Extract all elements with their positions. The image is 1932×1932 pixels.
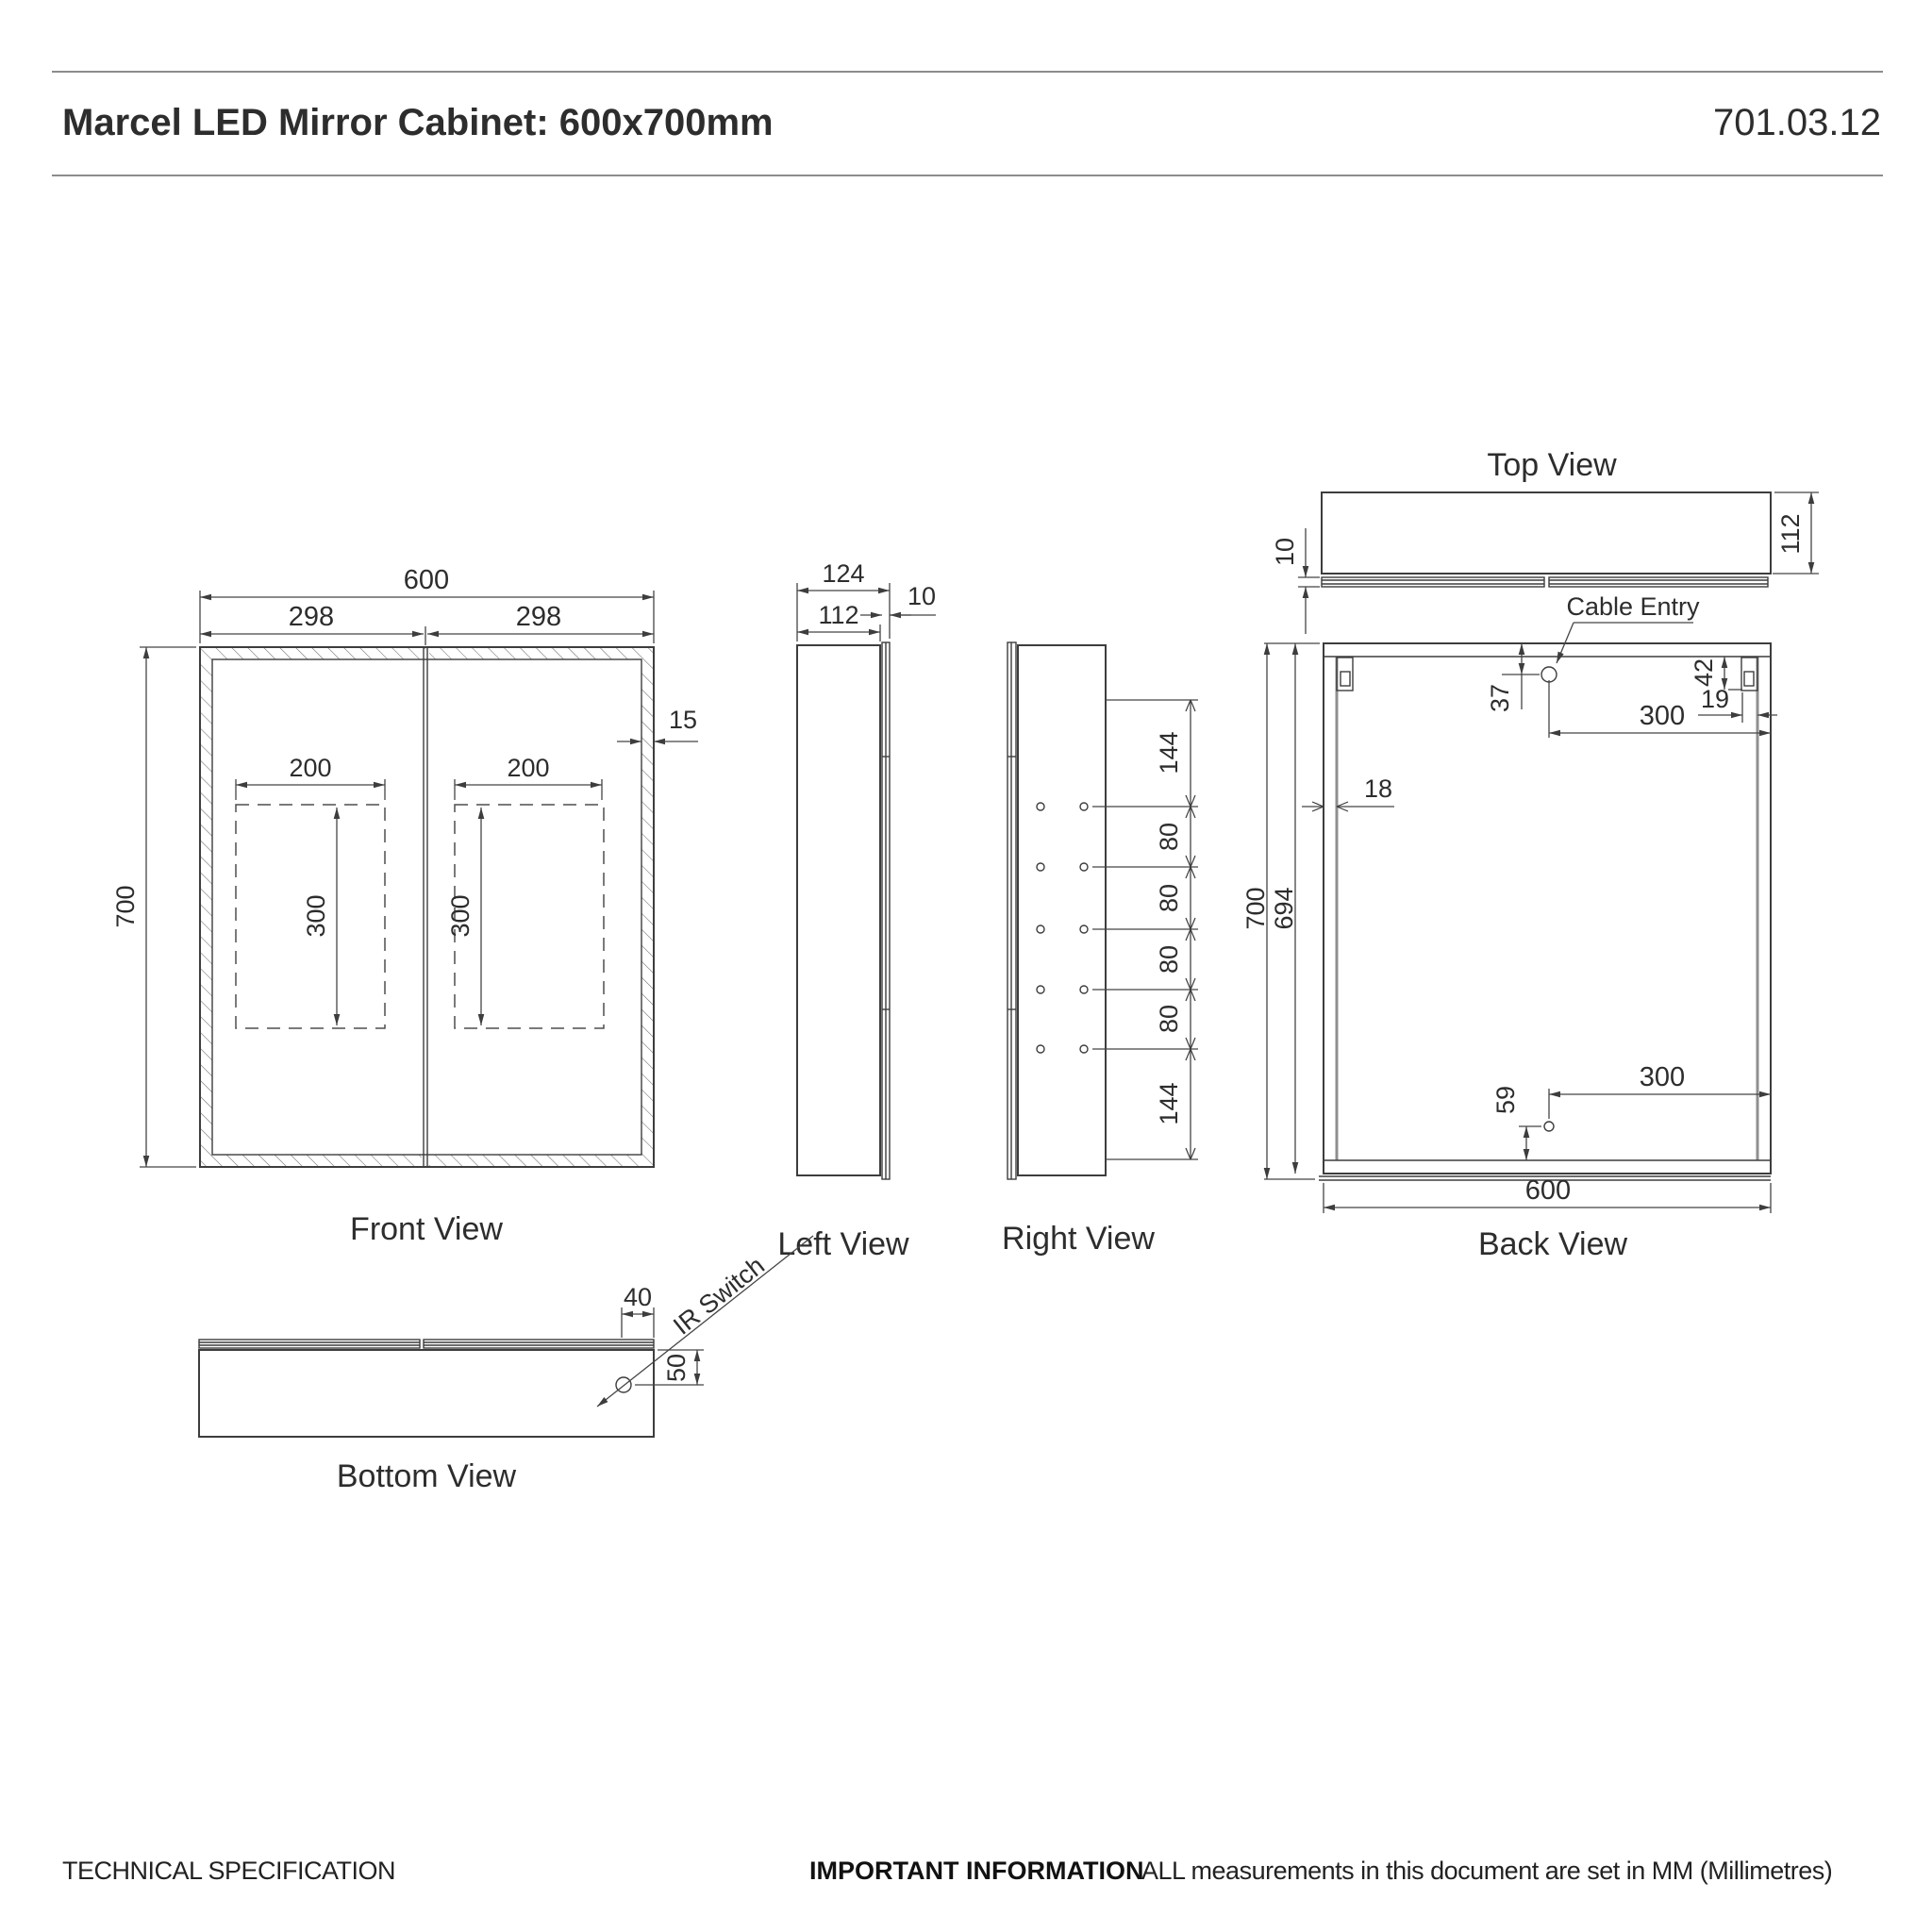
left-view: 124 112 10 Left View [777, 559, 936, 1262]
left-view-label: Left View [777, 1226, 909, 1262]
back-hinge-plate-right [1740, 657, 1758, 691]
dim-front-height: 700 [111, 885, 140, 927]
cable-entry-label: Cable Entry [1566, 592, 1700, 621]
footer: TECHNICAL SPECIFICATION IMPORTANT INFORM… [62, 1857, 1833, 1885]
dim-back-mount-right: 300 [1640, 1062, 1685, 1092]
left-body-outline [796, 644, 881, 1176]
header: Marcel LED Mirror Cabinet: 600x700mm 701… [52, 71, 1883, 176]
dim-back-hinge-offset: 42 [1690, 658, 1718, 687]
dim-back-height-total: 700 [1241, 887, 1270, 929]
left-dimensions: 124 112 10 [796, 559, 936, 641]
dim-left-depth-body: 112 [818, 601, 858, 629]
right-body-outline [1017, 644, 1107, 1176]
dim-front-led-width-left: 200 [289, 754, 331, 782]
dim-right-chain-5: 80 [1155, 1005, 1183, 1033]
right-shelf-holes [1036, 802, 1089, 1054]
bottom-view-label: Bottom View [337, 1458, 517, 1494]
dim-front-width: 600 [404, 565, 449, 595]
cable-entry-callout: Cable Entry [1556, 592, 1700, 664]
dim-right-chain-4: 80 [1155, 945, 1183, 974]
dim-right-chain-3: 80 [1155, 884, 1183, 912]
dim-front-door-right: 298 [516, 602, 561, 632]
dim-left-depth-total: 124 [822, 559, 864, 588]
dim-bottom-ir-front: 50 [662, 1354, 691, 1382]
dim-top-door-thickness: 10 [1271, 538, 1299, 566]
front-led-zone-right [454, 804, 605, 1029]
back-interior-walls [1324, 656, 1771, 1161]
right-dimensions: 144 80 80 80 80 144 [1092, 699, 1198, 1160]
dim-back-cable-right: 300 [1640, 701, 1685, 731]
dim-right-chain-2: 80 [1155, 823, 1183, 851]
front-door-gap [422, 649, 429, 1165]
front-door-divider [423, 647, 428, 1167]
back-view: Cable Entry 37 42 19 300 18 [1241, 592, 1777, 1262]
dim-top-depth-body: 112 [1776, 513, 1805, 554]
front-dimensions: 600 298 298 15 200 200 300 300 [111, 565, 698, 1168]
cable-entry-hole [1541, 666, 1557, 683]
back-mount-hole [1543, 1121, 1555, 1132]
dim-back-wall-thickness: 18 [1364, 774, 1392, 803]
back-dimensions: 37 42 19 300 18 700 694 [1241, 642, 1777, 1213]
footer-left-text: TECHNICAL SPECIFICATION [62, 1857, 395, 1885]
footer-important-text: ALL measurements in this document are se… [1141, 1857, 1832, 1885]
top-door-strip [1321, 576, 1769, 588]
right-view: 144 80 80 80 80 144 Right View [1002, 641, 1198, 1257]
document-number: 701.03.12 [1713, 102, 1881, 143]
top-dimensions: 10 112 [1271, 491, 1819, 634]
top-view: Top View 10 112 [1271, 447, 1819, 634]
dim-back-hinge-inset: 19 [1701, 685, 1729, 713]
bottom-view: 40 50 IR Switch Bottom View [198, 1235, 814, 1494]
dim-front-led-width-right: 200 [507, 754, 549, 782]
ir-switch-label: IR Switch [668, 1251, 770, 1340]
bottom-dimensions: 40 50 IR Switch [596, 1235, 814, 1407]
dim-back-mount-bottom: 59 [1491, 1086, 1520, 1114]
footer-important-label: IMPORTANT INFORMATION [809, 1857, 1143, 1885]
bottom-body-outline [198, 1349, 655, 1438]
page-title: Marcel LED Mirror Cabinet: 600x700mm [62, 102, 774, 143]
ir-switch-hole [615, 1376, 632, 1393]
right-view-label: Right View [1002, 1221, 1155, 1257]
dim-front-led-height-left: 300 [302, 894, 330, 937]
dim-back-height-body: 694 [1270, 887, 1298, 929]
back-view-label: Back View [1478, 1226, 1628, 1262]
back-door-bottom-edge [1319, 1175, 1771, 1181]
dim-back-cable-top: 37 [1486, 684, 1514, 712]
dim-back-width: 600 [1525, 1175, 1571, 1206]
dim-front-led-height-right: 300 [446, 894, 475, 937]
top-body-outline [1321, 491, 1772, 575]
dim-right-chain-1: 144 [1155, 731, 1183, 774]
bottom-door-strip [198, 1339, 655, 1349]
back-outer-outline [1323, 642, 1772, 1174]
dim-right-chain-6: 144 [1155, 1082, 1183, 1124]
dim-front-door-left: 298 [289, 602, 334, 632]
dim-front-frame: 15 [669, 706, 697, 734]
dim-bottom-ir-right: 40 [624, 1283, 652, 1311]
back-hinge-plate-left [1336, 657, 1354, 691]
front-view: 600 298 298 15 200 200 300 300 [111, 565, 698, 1247]
top-view-label: Top View [1487, 447, 1617, 483]
front-view-label: Front View [350, 1211, 503, 1247]
front-led-zone-left [235, 804, 386, 1029]
dim-left-door-thickness: 10 [908, 582, 936, 610]
